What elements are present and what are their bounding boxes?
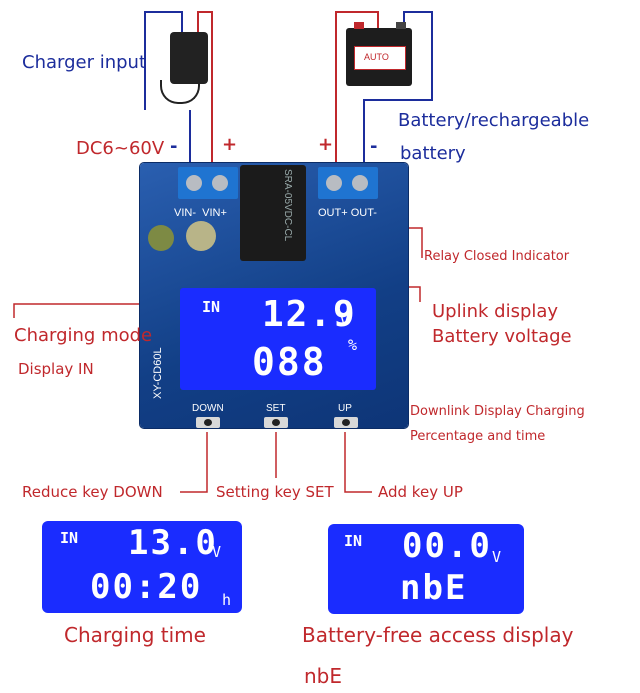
relay: SRA-05VDC-CL: [240, 165, 306, 261]
main-lcd-bottom-value: 088: [252, 340, 327, 384]
uplink-label-line2: Battery voltage: [432, 328, 572, 346]
nobattery-lcd-mode: IN: [344, 532, 362, 550]
input-plus-label: +: [222, 136, 237, 154]
capacitor-1: [148, 225, 174, 251]
battery-icon: AUTO: [346, 28, 412, 86]
charging-time-caption: Charging time: [64, 625, 206, 645]
output-plus-label: +: [318, 136, 333, 154]
battery-free-lcd: IN 00.0 V nbE: [328, 524, 524, 614]
output-terminal-block: [318, 167, 378, 199]
up-key-leader: [345, 432, 372, 492]
output-terminal-label: OUT+ OUT-: [318, 207, 377, 219]
set-button[interactable]: [264, 417, 288, 428]
battery-label-line1: Battery/rechargeable: [398, 112, 589, 130]
output-minus-label: -: [370, 138, 377, 156]
uplink-label-line1: Uplink display: [432, 303, 558, 321]
input-terminal-block: [178, 167, 238, 199]
downlink-label-line2: Percentage and time: [410, 430, 545, 443]
capacitor-2: [186, 221, 216, 251]
battery-free-caption-line2: nbE: [304, 666, 342, 686]
battery-brand-label: AUTO: [364, 52, 389, 62]
charging-lcd-bottom-value: 00:20: [90, 567, 202, 607]
battery-label-line2: battery: [400, 145, 466, 163]
charger-adapter-icon: [170, 32, 208, 84]
relay-model-label: SRA-05VDC-CL: [282, 169, 293, 241]
add-key-label: Add key UP: [378, 485, 463, 500]
dc-range-label: DC6~60V: [76, 140, 164, 158]
charging-mode-label-line1: Charging mode: [14, 327, 152, 345]
reduce-key-label: Reduce key DOWN: [22, 485, 163, 500]
charging-lcd-top-unit: V: [212, 543, 221, 561]
charger-input-label: Charger input: [22, 54, 146, 72]
down-key-leader: [180, 432, 207, 492]
battery-free-caption-line1: Battery-free access display: [302, 625, 573, 645]
battery-terminal-neg: [396, 22, 406, 29]
up-button-label: UP: [338, 403, 352, 414]
nobattery-lcd-top-unit: V: [492, 548, 501, 566]
main-lcd-bottom-unit: %: [348, 336, 357, 354]
up-button[interactable]: [334, 417, 358, 428]
charging-mode-label-line2: Display IN: [18, 362, 94, 377]
input-minus-label: -: [170, 138, 177, 156]
battery-terminal-pos: [354, 22, 364, 29]
charging-lcd-top-value: 13.0: [128, 523, 218, 563]
main-lcd-top-unit: V: [340, 312, 349, 330]
relay-indicator-label: Relay Closed Indicator: [424, 250, 569, 263]
charging-time-lcd: IN 13.0 V 00:20 h: [42, 521, 242, 613]
down-button-label: DOWN: [192, 403, 224, 414]
input-terminal-label: VIN- VIN+: [174, 207, 227, 219]
downlink-label-line1: Downlink Display Charging: [410, 405, 585, 418]
main-lcd-mode: IN: [202, 298, 220, 316]
controller-board: VIN- VIN+ OUT+ OUT- SRA-05VDC-CL IN 12.9…: [140, 163, 408, 428]
setting-key-label: Setting key SET: [216, 485, 334, 500]
nobattery-lcd-bottom-value: nbE: [400, 568, 467, 608]
down-button[interactable]: [196, 417, 220, 428]
nobattery-lcd-top-value: 00.0: [402, 526, 492, 566]
charging-lcd-mode: IN: [60, 529, 78, 547]
main-lcd-display: IN 12.9 V 088 %: [180, 288, 376, 390]
model-label: XY-CD60L: [152, 347, 164, 399]
charging-lcd-bottom-unit: h: [222, 591, 231, 609]
set-button-label: SET: [266, 403, 285, 414]
